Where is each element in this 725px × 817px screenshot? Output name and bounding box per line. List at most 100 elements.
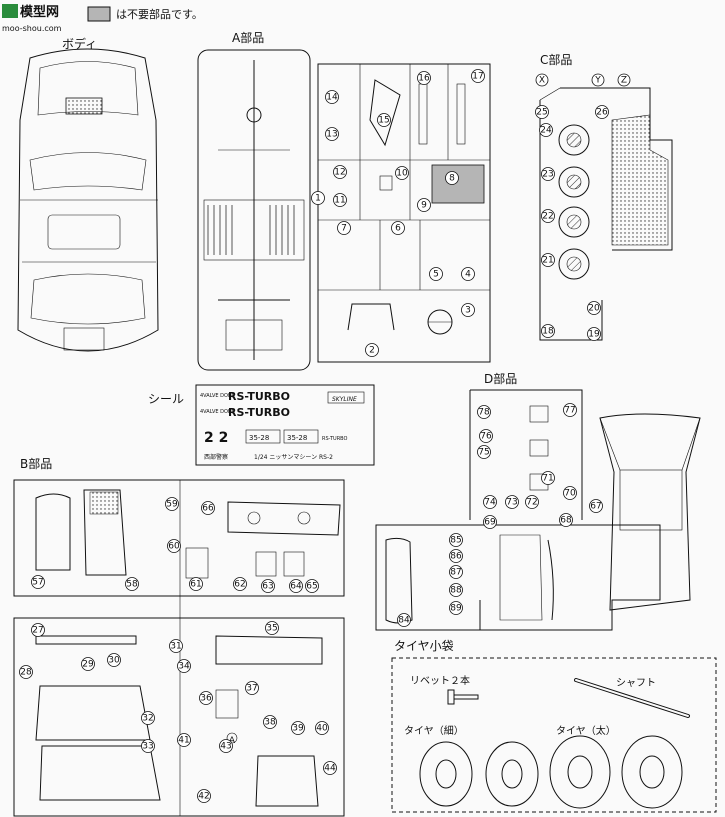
part-number-15: 15 — [378, 116, 389, 126]
unused-part-swatch — [87, 6, 111, 22]
part-marker-27 — [31, 623, 45, 637]
part-number-57: 57 — [32, 578, 43, 588]
part-number-68: 68 — [560, 516, 572, 526]
part-marker-76 — [479, 429, 493, 443]
part-number-63: 63 — [262, 582, 273, 592]
part-number-67: 67 — [590, 502, 601, 512]
part-marker-12 — [333, 165, 347, 179]
part-marker-19 — [587, 327, 601, 341]
part-marker-65 — [305, 579, 319, 593]
part-number-89: 89 — [450, 604, 462, 614]
part-number-33: 33 — [142, 742, 153, 752]
part-marker-89 — [449, 601, 463, 615]
decal-number: 2 2 — [204, 430, 228, 446]
part-number-28: 28 — [20, 668, 32, 678]
part-marker-36 — [199, 691, 213, 705]
part-number-86: 86 — [450, 552, 462, 562]
part-number-8: 8 — [449, 174, 455, 184]
part-number-1: 1 — [315, 194, 321, 204]
part-number-64: 64 — [290, 582, 302, 592]
part-marker-26 — [595, 105, 609, 119]
section-title-c: C部品 — [540, 52, 572, 67]
part-number-70: 70 — [564, 489, 576, 499]
runner-b-top — [13, 479, 345, 597]
part-number-38: 38 — [264, 718, 276, 728]
part-marker-37 — [245, 681, 259, 695]
part-number-39: 39 — [292, 724, 304, 734]
part-marker-78 — [477, 405, 491, 419]
c-letter-marker-x — [535, 73, 549, 87]
part-marker-15 — [377, 113, 391, 127]
part-number-73: 73 — [506, 498, 517, 508]
part-marker-77 — [563, 403, 577, 417]
part-marker-11 — [333, 193, 347, 207]
decal-footer-left: 西部警察 — [204, 453, 228, 461]
section-title-body: ボディ — [62, 36, 97, 51]
part-number-60: 60 — [168, 542, 180, 552]
part-number-76: 76 — [480, 432, 492, 442]
part-marker-43 — [219, 739, 233, 753]
part-marker-73 — [505, 495, 519, 509]
rivet-icon — [447, 689, 479, 705]
svg-text:RS-TURBO: RS-TURBO — [322, 436, 348, 442]
part-number-31: 31 — [170, 642, 181, 652]
part-number-5: 5 — [433, 270, 439, 280]
part-number-78: 78 — [478, 408, 490, 418]
label-shaft: シャフト — [616, 678, 656, 689]
part-marker-28 — [19, 665, 33, 679]
svg-text:4VALVE DOHC: 4VALVE DOHC — [200, 409, 236, 415]
part-number-32: 32 — [142, 714, 153, 724]
section-title-tire-bag: タイヤ小袋 — [394, 639, 454, 653]
part-marker-66 — [201, 501, 215, 515]
part-number-74: 74 — [484, 498, 496, 508]
part-number-21: 21 — [542, 256, 553, 266]
car-body — [17, 48, 159, 352]
part-marker-9 — [417, 198, 431, 212]
part-number-36: 36 — [200, 694, 212, 704]
part-number-42: 42 — [198, 792, 209, 802]
part-marker-3 — [461, 303, 475, 317]
decal-rs-turbo-2: RS-TURBO — [228, 406, 290, 419]
part-number-87: 87 — [450, 568, 461, 578]
decal-plate-1: 35-28 — [249, 434, 269, 442]
part-number-88: 88 — [450, 586, 462, 596]
part-number-43: 43 — [220, 742, 231, 752]
decal-footer-right: 1/24 ニッサンマシーン RS-2 — [254, 454, 333, 461]
part-marker-75 — [477, 445, 491, 459]
part-marker-32 — [141, 711, 155, 725]
part-marker-24 — [539, 123, 553, 137]
part-number-84: 84 — [398, 616, 410, 626]
part-marker-86 — [449, 549, 463, 563]
part-marker-20 — [587, 301, 601, 315]
part-marker-21 — [541, 253, 555, 267]
part-marker-74 — [483, 495, 497, 509]
part-marker-64 — [289, 579, 303, 593]
part-number-12: 12 — [334, 168, 345, 178]
part-marker-31 — [169, 639, 183, 653]
part-marker-6 — [391, 221, 405, 235]
part-number-24: 24 — [540, 126, 552, 136]
part-number-25: 25 — [536, 108, 547, 118]
part-marker-84 — [397, 613, 411, 627]
part-marker-70 — [563, 486, 577, 500]
part-marker-85 — [449, 533, 463, 547]
decal-sheet: 4VALVE DOHC RS-TURBO 4VALVE DOHC RS-TURB… — [195, 384, 375, 466]
part-number-41: 41 — [178, 736, 189, 746]
dash-lower-shape — [215, 635, 323, 665]
part-marker-39 — [291, 721, 305, 735]
part-marker-40 — [315, 721, 329, 735]
runner-c — [539, 87, 673, 341]
part-marker-14 — [325, 90, 339, 104]
label-tire-thin: タイヤ（細） — [404, 724, 464, 737]
decal-plate-2: 35-28 — [287, 434, 307, 442]
part-number-34: 34 — [178, 662, 190, 672]
section-title-a: A部品 — [232, 30, 264, 45]
part-number-66: 66 — [202, 504, 214, 514]
part-marker-68 — [559, 513, 573, 527]
part-marker-38 — [263, 715, 277, 729]
part-marker-61 — [189, 577, 203, 591]
part-number-14: 14 — [326, 93, 338, 103]
part-marker-2 — [365, 343, 379, 357]
part-marker-23 — [541, 167, 555, 181]
